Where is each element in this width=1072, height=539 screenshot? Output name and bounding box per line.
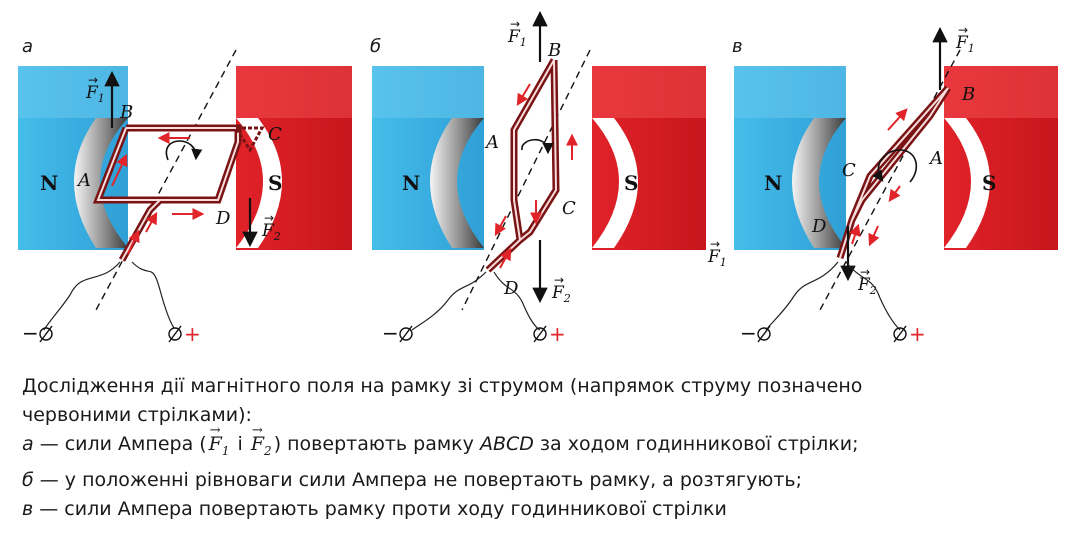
- point-b: B: [547, 40, 561, 61]
- caption-letter-b: б: [22, 468, 34, 491]
- south-label: S: [982, 171, 996, 195]
- lead-wire-plus: [131, 261, 175, 329]
- lead-wire-plus: [493, 271, 541, 331]
- north-pole-face: [792, 118, 846, 248]
- lead-wire-minus: [43, 261, 121, 331]
- caption-letter-v: в: [22, 497, 34, 520]
- terminal-minus: [399, 327, 413, 341]
- panel-v-tag: в: [732, 36, 743, 57]
- terminal-plus: [893, 327, 907, 341]
- rotation-arrow: [521, 138, 554, 155]
- terminal-plus: [533, 327, 547, 341]
- point-a: A: [76, 170, 91, 191]
- caption-line-2: червоними стрілками):: [22, 404, 252, 426]
- svg-text:→: →: [88, 73, 98, 87]
- svg-text:→: →: [264, 211, 274, 225]
- point-d: D: [811, 216, 827, 237]
- force-f2-label: F2: [261, 221, 281, 243]
- terminal-plus-sign: +: [184, 322, 201, 346]
- point-d: D: [503, 278, 519, 299]
- current-arrows: [111, 132, 205, 255]
- caption-b-text: — у положенні рівноваги сили Ампера не п…: [33, 468, 803, 491]
- force-f1-label: F1: [955, 33, 975, 55]
- caption-a-and: і: [231, 433, 249, 455]
- panel-a-tag: а: [22, 36, 33, 57]
- rotation-axis: [95, 49, 237, 311]
- north-pole-face: [430, 118, 484, 248]
- caption-line-1: Дослідження дії магнітного поля на рамку…: [22, 375, 863, 397]
- caption-v-text: — сили Ампера повертають рамку проти ход…: [33, 497, 727, 520]
- force-f1-label: F1: [507, 27, 527, 49]
- caption-a-text-2: ) повертають рамку: [273, 433, 480, 455]
- caption-vector-f1: →F1: [208, 423, 230, 458]
- terminal-minus: [757, 327, 771, 341]
- panel-b-tag: б: [370, 36, 381, 57]
- terminal-plus: [168, 327, 182, 341]
- caption-a-text-1: — сили Ампера (: [33, 433, 207, 455]
- terminal-minus-sign: −: [382, 321, 399, 345]
- point-c: C: [268, 124, 282, 145]
- panel-a: а N S F1 →: [18, 36, 352, 346]
- caption-item-a: а — сили Ампера (→F1 і →F2) повертають р…: [22, 423, 1062, 466]
- svg-text:→: →: [958, 23, 968, 37]
- point-d: D: [215, 208, 231, 229]
- caption-item-v: в — сили Ампера повертають рамку проти х…: [22, 495, 1062, 524]
- force-f1-side-label: F1: [707, 247, 727, 269]
- lead-wire-minus: [765, 261, 839, 331]
- point-c: C: [562, 198, 576, 219]
- terminal-minus-sign: −: [740, 321, 757, 345]
- point-c: C: [842, 160, 856, 181]
- force-f1-label: F1: [85, 83, 105, 105]
- south-pole-face: [944, 118, 990, 248]
- north-label: N: [40, 171, 58, 195]
- current-arrows: [494, 83, 578, 269]
- caption-frame-name: ABCD: [479, 433, 534, 455]
- terminal-minus: [39, 327, 53, 341]
- rotation-axis: [461, 49, 591, 311]
- svg-text:→: →: [860, 265, 870, 279]
- south-label: S: [624, 171, 638, 195]
- south-label: S: [268, 171, 282, 195]
- caption-letter-a: а: [22, 433, 34, 455]
- south-pole-face: [592, 118, 638, 248]
- north-label: N: [764, 171, 782, 195]
- point-a: A: [484, 132, 499, 153]
- rotation-arrow: [872, 149, 918, 183]
- force-f2-label: F2: [551, 283, 571, 305]
- caption-item-b: б — у положенні рівноваги сили Ампера не…: [22, 466, 1062, 495]
- point-b: B: [961, 84, 975, 105]
- north-label: N: [402, 171, 420, 195]
- svg-text:→: →: [710, 237, 720, 251]
- lead-wire-minus: [411, 271, 487, 331]
- caption-vector-f2: →F2: [250, 423, 272, 458]
- panel-v: в N S F1 → F2 → F1 → B A C: [707, 23, 1058, 346]
- svg-text:→: →: [554, 273, 564, 287]
- panel-b: б N S F1 → F2 → B A C D: [370, 10, 706, 346]
- caption-a-text-3: за ходом годинникової стрілки;: [533, 433, 859, 455]
- diagram-scene: а N S F1 →: [18, 10, 1058, 346]
- svg-text:→: →: [510, 17, 520, 31]
- current-arrows: [849, 108, 908, 247]
- south-pole-face: [236, 118, 282, 248]
- terminal-plus-sign: +: [909, 322, 926, 346]
- rotation-arrow: [165, 140, 203, 161]
- point-a: A: [928, 148, 943, 169]
- figure-caption: Дослідження дії магнітного поля на рамку…: [22, 372, 1062, 524]
- terminal-minus-sign: −: [22, 321, 39, 345]
- point-b: B: [119, 102, 133, 123]
- north-pole-face: [74, 118, 128, 248]
- lead-wire-plus: [845, 261, 901, 331]
- terminal-plus-sign: +: [549, 322, 566, 346]
